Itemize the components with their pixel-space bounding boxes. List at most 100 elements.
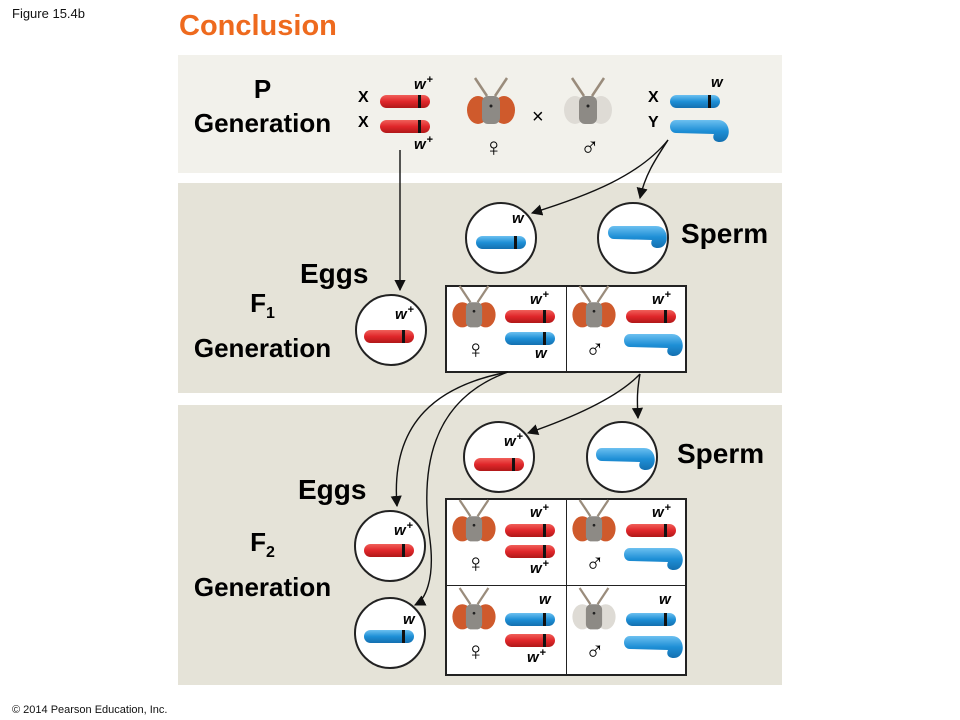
chromosome-body bbox=[505, 634, 555, 647]
f1-sperm-label: Sperm bbox=[681, 218, 769, 249]
gene-locus-band bbox=[664, 613, 667, 626]
antenna bbox=[476, 587, 490, 605]
male-symbol: ♂ bbox=[585, 334, 605, 364]
gene-locus-band bbox=[418, 95, 421, 108]
fly-head-female bbox=[452, 587, 496, 630]
figure-label: Figure 15.4b bbox=[12, 6, 85, 21]
gene-locus-band bbox=[402, 544, 405, 557]
y-chromosome bbox=[608, 226, 667, 248]
female-symbol: ♀ bbox=[466, 548, 486, 578]
antenna bbox=[596, 499, 610, 517]
y-chromosome-body bbox=[596, 448, 655, 470]
ocellus bbox=[592, 523, 596, 527]
gene-locus-band bbox=[664, 524, 667, 537]
f2-eggs-label: Eggs bbox=[298, 474, 367, 505]
y-chromosome-body bbox=[624, 548, 683, 570]
chromosome-body bbox=[670, 95, 720, 108]
y-chromosome bbox=[670, 120, 729, 142]
y-chromosome bbox=[596, 448, 655, 470]
copyright: © 2014 Pearson Education, Inc. bbox=[12, 704, 168, 716]
f1-eggs-label: Eggs bbox=[300, 258, 369, 289]
ocellus bbox=[472, 523, 476, 527]
arrow-to-f2-sperm-y bbox=[631, 373, 644, 420]
ocellus bbox=[592, 309, 596, 313]
antenna bbox=[578, 587, 592, 605]
allele-label: w+ bbox=[530, 502, 550, 521]
male-symbol: ♂ bbox=[580, 132, 600, 162]
gene-locus-band bbox=[543, 310, 546, 323]
chromosome-body bbox=[505, 524, 555, 537]
chromosome-body bbox=[380, 95, 430, 108]
chromosome-letter: Y bbox=[648, 114, 659, 131]
arrow-to-f2-egg-mutant bbox=[413, 371, 509, 606]
gene-locus-band bbox=[514, 236, 517, 249]
p-generation-label: P Generation bbox=[185, 72, 340, 140]
f-subscript: 2 bbox=[265, 544, 275, 562]
arrows-layer bbox=[390, 139, 669, 606]
y-chromosome bbox=[624, 334, 683, 356]
chromosome-body bbox=[364, 330, 414, 343]
f-label: F bbox=[250, 288, 266, 318]
ocellus bbox=[586, 104, 590, 108]
x-chromosome-wildtype bbox=[505, 524, 555, 537]
allele-label: w+ bbox=[504, 431, 524, 450]
x-chromosome-mutant bbox=[476, 236, 526, 249]
x-chromosome-wildtype bbox=[626, 524, 676, 537]
gene-locus-band bbox=[402, 630, 405, 643]
allele-label: w+ bbox=[395, 304, 415, 323]
antenna bbox=[596, 285, 610, 303]
gene-locus-band bbox=[543, 332, 546, 345]
gene-locus-band bbox=[543, 545, 546, 558]
ocellus bbox=[592, 611, 596, 615]
x-chromosome-wildtype bbox=[626, 310, 676, 323]
chromosome-body bbox=[474, 458, 524, 471]
antenna bbox=[473, 77, 489, 97]
ocellus bbox=[489, 104, 493, 108]
chromosome-body bbox=[476, 236, 526, 249]
gene-locus-band bbox=[418, 120, 421, 133]
f1-punnett-square bbox=[445, 285, 687, 373]
chromosome-body bbox=[626, 524, 676, 537]
f2-sperm-x bbox=[463, 421, 535, 493]
gene-locus-band bbox=[708, 95, 711, 108]
x-chromosome-wildtype bbox=[364, 544, 414, 557]
fly-head-male bbox=[572, 587, 616, 630]
arrow-to-f1-sperm-x bbox=[530, 139, 669, 216]
y-chromosome bbox=[624, 636, 683, 658]
male-symbol: ♂ bbox=[585, 636, 605, 666]
arrow-to-f2-sperm-x bbox=[526, 373, 641, 435]
x-chromosome-mutant bbox=[364, 630, 414, 643]
antenna bbox=[578, 285, 592, 303]
head bbox=[465, 302, 483, 328]
antenna bbox=[596, 587, 610, 605]
antenna bbox=[476, 285, 490, 303]
fly-head-female bbox=[467, 77, 515, 124]
head bbox=[585, 516, 603, 542]
female-symbol: ♀ bbox=[484, 132, 504, 162]
x-chromosome-mutant bbox=[505, 613, 555, 626]
female-symbol: ♀ bbox=[466, 334, 486, 364]
x-chromosome-wildtype bbox=[505, 545, 555, 558]
allele-label: w bbox=[403, 611, 415, 628]
fly-head-female bbox=[452, 499, 496, 542]
chromosome-body bbox=[505, 332, 555, 345]
chromosome-letter: X bbox=[648, 89, 659, 106]
allele-label: w bbox=[711, 74, 723, 91]
y-chromosome-body bbox=[670, 120, 729, 142]
arrow-to-f1-sperm-y bbox=[636, 139, 669, 200]
antenna bbox=[570, 77, 586, 97]
allele-label: w+ bbox=[652, 289, 672, 308]
chromosome-letter: X bbox=[358, 114, 369, 131]
head bbox=[465, 516, 483, 542]
allele-label: w bbox=[659, 591, 671, 608]
antenna bbox=[578, 499, 592, 517]
chromosome-body bbox=[380, 120, 430, 133]
gene-locus-band bbox=[512, 458, 515, 471]
gene-locus-band bbox=[543, 634, 546, 647]
chromosome-body bbox=[626, 310, 676, 323]
chromosome-body bbox=[505, 310, 555, 323]
allele-label: w bbox=[512, 210, 524, 227]
generation-word: Generation bbox=[193, 108, 332, 138]
fly-head-male bbox=[572, 499, 616, 542]
